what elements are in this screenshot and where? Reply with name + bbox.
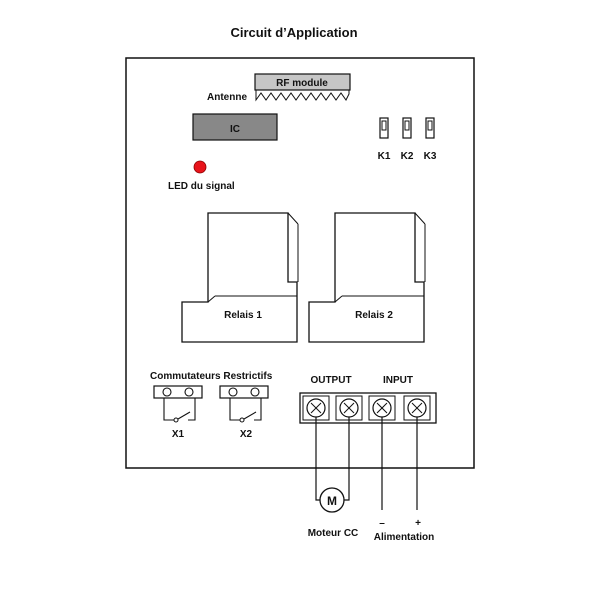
output-label: OUTPUT <box>310 375 351 386</box>
antenna-coil <box>255 90 350 102</box>
power-minus-label: – <box>379 518 385 529</box>
limit-switches-title: Commutateurs Restrictifs <box>150 371 273 382</box>
ic-label: IC <box>230 124 240 135</box>
limit-switch-x1-label: X1 <box>172 429 185 440</box>
signal-led <box>193 160 207 174</box>
led-label: LED du signal <box>168 181 235 192</box>
limit-switch-x2-label: X2 <box>240 429 253 440</box>
ic-chip <box>192 113 278 141</box>
terminal-2 <box>335 395 363 421</box>
switch-k3-label: K3 <box>424 151 437 162</box>
switch-k2-label: K2 <box>401 151 414 162</box>
diagram-title: Circuit d’Application <box>230 25 357 40</box>
power-plus-label: + <box>415 518 421 529</box>
switch-k1-label: K1 <box>378 151 391 162</box>
terminal-3 <box>368 395 396 421</box>
limit-switch-x2: X2 <box>219 385 269 440</box>
relay-2: Relais 2 <box>308 212 426 343</box>
dc-motor <box>319 487 345 513</box>
input-label: INPUT <box>383 375 413 386</box>
switch-k2: K2 <box>401 117 414 162</box>
motor-label: Moteur CC <box>308 528 359 539</box>
antenna-label: Antenne <box>207 92 247 103</box>
limit-switch-x1: X1 <box>153 385 203 440</box>
rf-module-box <box>254 73 351 91</box>
switch-k3: K3 <box>424 117 437 162</box>
motor-wiring <box>315 417 350 501</box>
relay-1: Relais 1 <box>181 212 299 343</box>
switch-k1: K1 <box>378 117 391 162</box>
power-label: Alimentation <box>374 532 435 543</box>
relay-2-label: Relais 2 <box>355 310 393 321</box>
terminal-4 <box>403 395 431 421</box>
terminal-block <box>299 392 437 424</box>
rf-module: RF module Antenne <box>207 73 351 103</box>
relay-1-label: Relais 1 <box>224 310 262 321</box>
terminal-1 <box>302 395 330 421</box>
rf-module-label: RF module <box>276 78 328 89</box>
motor-symbol: M <box>327 494 337 508</box>
